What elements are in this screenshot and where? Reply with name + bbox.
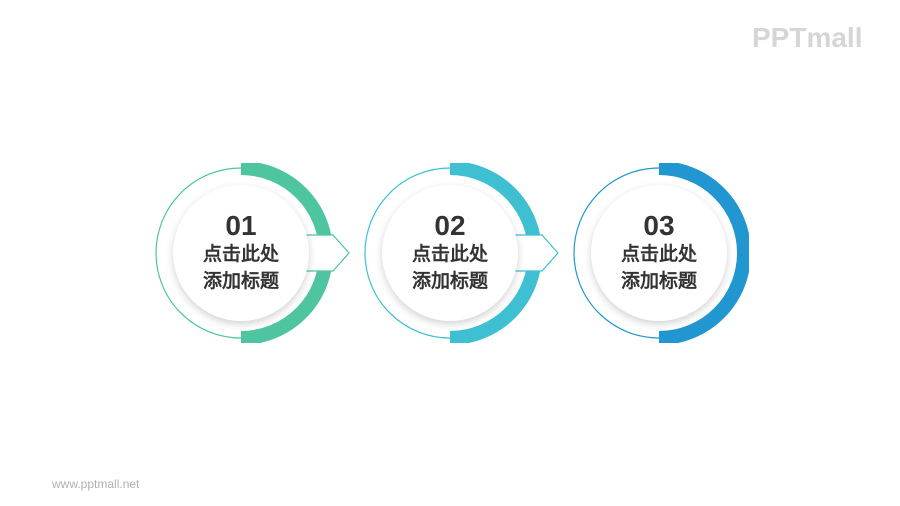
step-2-number: 02 [434,210,466,241]
step-2: 02 点击此处 添加标题 [360,163,559,343]
step-3-title-line2[interactable]: 添加标题 [620,270,697,292]
step-3-ring [573,163,749,343]
step-1-disc: 01 点击此处 添加标题 [173,185,309,321]
footer-url: www.pptmall.net [52,477,140,491]
step-1-number: 01 [225,210,257,241]
step-2-title-line2[interactable]: 添加标题 [411,270,488,292]
pptmall-logo: PPTmall [752,22,863,53]
step-2-ring [364,163,559,343]
step-1-title-line2[interactable]: 添加标题 [202,270,279,292]
step-1-ring [155,163,350,343]
step-2-disc: 02 点击此处 添加标题 [382,185,518,321]
step-2-title-line1[interactable]: 点击此处 [411,243,488,265]
step-1-title-line1[interactable]: 点击此处 [202,243,279,265]
step-3-disc: 03 点击此处 添加标题 [591,185,727,321]
step-1: 01 点击此处 添加标题 [151,163,350,343]
step-3-number: 03 [643,210,675,241]
step-3-title-line1[interactable]: 点击此处 [620,243,697,265]
step-3: 03 点击此处 添加标题 [569,163,749,343]
